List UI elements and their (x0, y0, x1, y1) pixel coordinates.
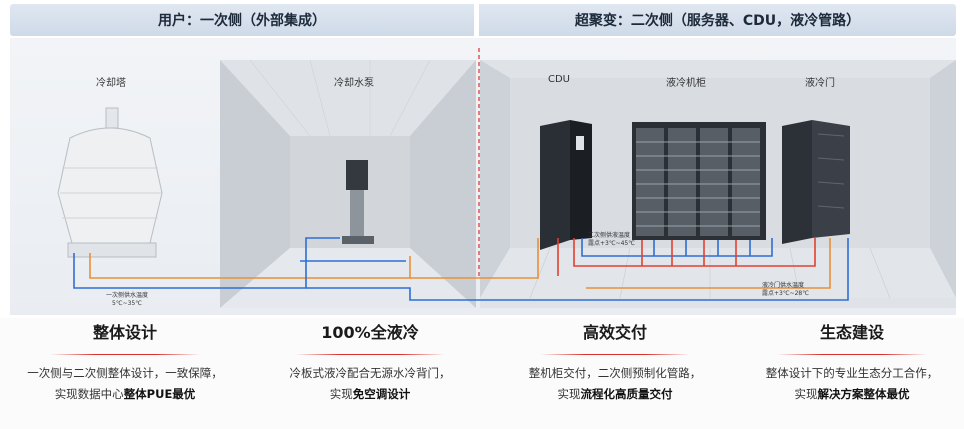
door-temp-range: 露点+3℃~28℃ (762, 290, 809, 297)
pillar-desc-line1: 冷板式液冷配合无源水冷背门， (289, 366, 451, 380)
pillar-desc-plain: 实现 (557, 387, 581, 401)
door-temp-note: 液冷门供水温度 露点+3℃~28℃ (762, 282, 809, 298)
value-pillars: 整体设计 一次侧与二次侧整体设计，一致保障， 实现数据中心整体PUE最优 100… (0, 318, 964, 429)
pillar-title: 高效交付 (582, 323, 647, 342)
pillar-description: 整机柜交付，二次侧预制化管路， 实现流程化高质量交付 (495, 363, 735, 405)
pillar-desc-line1: 一次侧与二次侧整体设计，一致保障， (27, 366, 223, 380)
pillar-title: 整体设计 (92, 323, 157, 342)
pillar-desc-plain: 实现 (329, 387, 353, 401)
pillar-desc-line2: 实现数据中心整体PUE最优 (0, 384, 250, 405)
pipe-network (73, 237, 849, 301)
cooling-tower-label: 冷却塔 (96, 78, 126, 89)
door-label: 液冷门 (805, 78, 835, 89)
primary-temp-title: 一次侧供水温度 (106, 292, 149, 299)
pillar-desc-bold: 整体PUE最优 (123, 387, 196, 401)
pillar-description: 冷板式液冷配合无源水冷背门， 实现免空调设计 (255, 363, 485, 405)
pillar-full-liquid-cooling: 100%全液冷 冷板式液冷配合无源水冷背门， 实现免空调设计 (255, 318, 485, 405)
pillar-overall-design: 整体设计 一次侧与二次侧整体设计，一致保障， 实现数据中心整体PUE最优 (0, 318, 250, 405)
scene-illustration (57, 48, 956, 308)
pillar-divider (50, 354, 200, 355)
pillar-description: 整体设计下的专业生态分工合作， 实现解决方案整体最优 (740, 363, 964, 405)
cooling-tower (57, 107, 163, 258)
pillar-title: 生态建设 (819, 323, 884, 342)
pillar-desc-line2: 实现免空调设计 (255, 384, 485, 405)
pillar-divider (777, 354, 927, 355)
pillar-desc-plain: 实现数据中心 (54, 387, 124, 401)
primary-temp-range: 5℃~35℃ (112, 300, 142, 307)
pillar-desc-line1: 整机柜交付，二次侧预制化管路， (528, 366, 702, 380)
pillar-divider (295, 354, 445, 355)
pillar-desc-plain: 实现 (794, 387, 818, 401)
door-temp-title: 液冷门供水温度 (762, 282, 805, 289)
pillar-desc-bold: 免空调设计 (352, 387, 411, 401)
pillar-desc-line2: 实现解决方案整体最优 (740, 384, 964, 405)
pillar-divider (540, 354, 690, 355)
pillar-efficient-delivery: 高效交付 整机柜交付，二次侧预制化管路， 实现流程化高质量交付 (495, 318, 735, 405)
cdu-label: CDU (548, 74, 571, 85)
primary-side-header: 用户：一次侧（外部集成） (10, 4, 474, 36)
secondary-side-header: 超聚变：二次侧（服务器、CDU，液冷管路） (479, 4, 956, 36)
pump-label: 冷却水泵 (334, 78, 374, 89)
secondary-temp-title: 二次侧供液温度 (588, 232, 631, 239)
primary-side-title: 用户：一次侧（外部集成） (158, 13, 326, 29)
pillar-desc-line2: 实现流程化高质量交付 (495, 384, 735, 405)
secondary-temp-note: 二次侧供液温度 露点+3℃~45℃ (588, 232, 635, 248)
pillar-description: 一次侧与二次侧整体设计，一致保障， 实现数据中心整体PUE最优 (0, 363, 250, 405)
cabinet-label: 液冷机柜 (666, 78, 706, 89)
cooling-system-scene: 冷却塔 冷却水泵 CDU 液冷机柜 液冷门 一次侧供水温度 5℃~35℃ 二次侧… (10, 38, 956, 315)
pillar-ecosystem: 生态建设 整体设计下的专业生态分工合作， 实现解决方案整体最优 (740, 318, 964, 405)
pillar-desc-bold: 解决方案整体最优 (817, 387, 910, 401)
liquid-cooling-door (782, 120, 850, 244)
pillar-title: 100%全液冷 (321, 323, 419, 342)
pillar-desc-line1: 整体设计下的专业生态分工合作， (765, 366, 939, 380)
liquid-cooling-cabinets (632, 122, 766, 240)
pillar-desc-bold: 流程化高质量交付 (580, 387, 673, 401)
secondary-temp-range: 露点+3℃~45℃ (588, 240, 635, 247)
primary-temp-note: 一次侧供水温度 5℃~35℃ (106, 292, 148, 308)
secondary-side-title: 超聚变：二次侧（服务器、CDU，液冷管路） (574, 13, 861, 29)
pump (342, 160, 374, 244)
cdu-unit (540, 120, 592, 250)
